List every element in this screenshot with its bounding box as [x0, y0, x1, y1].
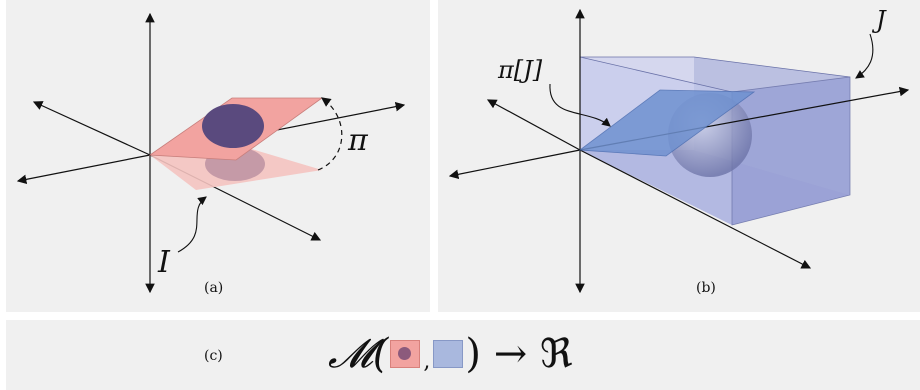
i-pointer — [177, 196, 207, 253]
axis-back-left — [486, 99, 581, 151]
formula-comma: , — [423, 349, 431, 374]
panel-b-diagram: π[J] J — [448, 6, 910, 294]
blue-plane-swatch-icon — [433, 340, 464, 368]
formula-prefix: 𝓜( — [328, 331, 389, 377]
axis-left — [448, 149, 581, 180]
formula-suffix: ) → ℜ — [465, 331, 573, 377]
label-J: J — [871, 6, 887, 34]
axis-front-right — [579, 149, 812, 269]
j-pointer — [855, 33, 874, 79]
red-plane-swatch-icon — [390, 340, 421, 368]
caption-a: (a) — [204, 280, 224, 296]
panel-a: π I (a) — [6, 0, 430, 312]
projection-plane — [578, 89, 756, 157]
label-pi: π — [347, 123, 369, 158]
axis-back-left — [32, 101, 151, 156]
axis-left — [16, 154, 151, 185]
caption-c: (c) — [204, 348, 223, 364]
box-front-face — [731, 76, 851, 226]
mapping-formula: 𝓜( , ) → ℜ — [328, 326, 573, 382]
label-I: I — [157, 245, 171, 280]
label-piJ: π[J] — [497, 56, 543, 84]
panel-c: (c) 𝓜( , ) → ℜ — [6, 320, 920, 390]
panel-b: π[J] J (b) — [438, 0, 920, 312]
panel-a-diagram: π I — [16, 12, 406, 294]
caption-b: (b) — [696, 280, 716, 296]
pi-arrow — [317, 97, 343, 171]
pij-pointer — [549, 83, 611, 127]
upper-disc — [202, 104, 264, 148]
